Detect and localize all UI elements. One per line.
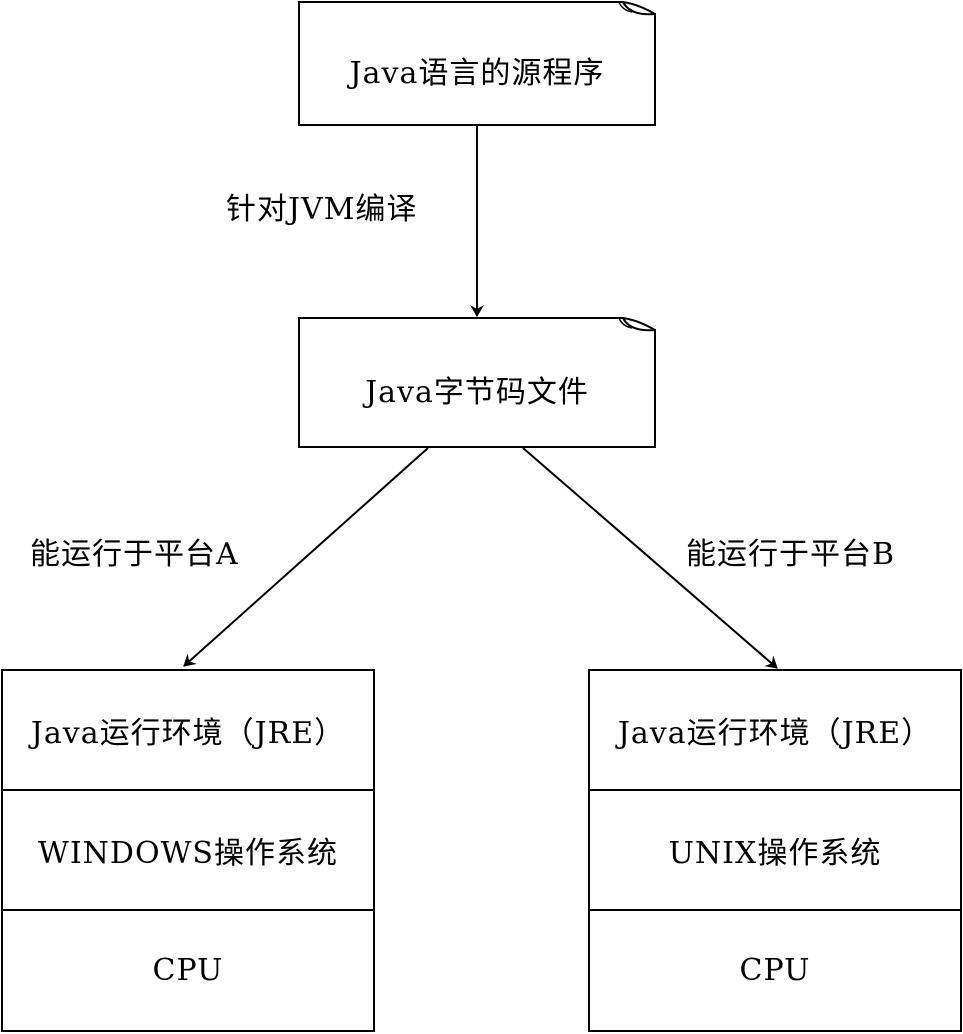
platform-a-arrow [183,447,429,667]
platform-b-arrow [522,447,778,669]
stack-b-box [588,669,962,1032]
source-document-box [298,0,656,126]
stack-a-os-label: WINDOWS操作系统 [38,836,338,871]
stack-b-cpu-label: CPU [739,953,811,988]
stack-b-os-label: UNIX操作系统 [668,836,882,871]
platform-a-label: 能运行于平台A [30,537,239,572]
stack-a-cpu-label: CPU [152,953,224,988]
bytecode-label: Java字节码文件 [365,374,589,410]
stack-a-jre-label: Java运行环境（JRE） [30,716,346,751]
stack-b-jre-label: Java运行环境（JRE） [617,716,933,751]
bytecode-document-box [298,317,656,448]
source-label: Java语言的源程序 [349,55,605,91]
platform-b-label: 能运行于平台B [686,537,896,572]
stack-a-box [1,669,375,1032]
compile-label: 针对JVM编译 [226,192,418,227]
